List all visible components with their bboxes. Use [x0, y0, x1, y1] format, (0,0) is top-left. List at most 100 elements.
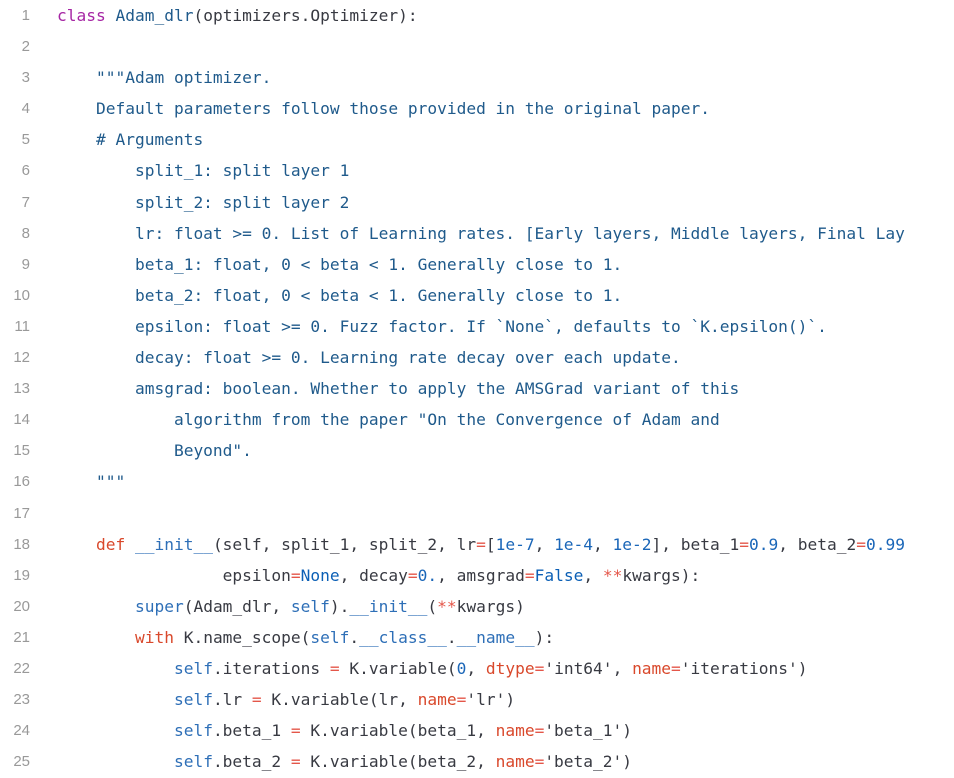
code-token: kwargs): — [622, 565, 701, 585]
code-line[interactable]: 22 self.iterations = K.variable(0, dtype… — [0, 653, 954, 684]
code-text: self.lr = K.variable(lr, name='lr') — [57, 684, 954, 715]
code-token: ): — [534, 627, 555, 647]
code-line[interactable]: 1 class Adam_dlr(optimizers.Optimizer): — [0, 0, 954, 31]
code-token: False — [534, 565, 584, 585]
code-line[interactable]: 21 with K.name_scope(self.__class__.__na… — [0, 622, 954, 653]
code-text: Default parameters follow those provided… — [57, 93, 954, 124]
code-token: = — [476, 534, 486, 554]
code-token: 0 — [456, 658, 467, 678]
code-line[interactable]: 2 — [0, 31, 954, 62]
line-number: 10 — [13, 286, 30, 304]
line-number: 15 — [13, 442, 30, 460]
code-token: Adam_dlr — [115, 6, 194, 25]
code-token: name — [632, 658, 672, 678]
code-token: ( — [427, 596, 438, 616]
code-token: = — [524, 565, 535, 585]
code-token: ** — [437, 596, 457, 616]
code-token: __init__ — [349, 596, 428, 616]
code-token: .beta_2 — [212, 752, 291, 772]
code-token: 0.99 — [865, 534, 905, 554]
line-number: 4 — [21, 100, 30, 118]
code-token: .lr — [212, 690, 252, 710]
code-token: = — [534, 721, 545, 741]
code-line[interactable]: 6 split_1: split layer 1 — [0, 155, 954, 186]
code-text: self.beta_2 = K.variable(beta_2, name='b… — [57, 746, 954, 777]
code-token: K.variable(lr, — [261, 690, 418, 710]
code-token: algorithm from the paper "On the Converg… — [57, 410, 720, 430]
code-token: ) — [797, 658, 808, 678]
code-line[interactable]: 15 Beyond". — [0, 435, 954, 466]
code-token: . — [349, 627, 360, 647]
code-token: epsilon: float >= 0. Fuzz factor. If `No… — [57, 316, 827, 336]
code-line[interactable]: 20 super(Adam_dlr, self).__init__(**kwar… — [0, 591, 954, 622]
code-line[interactable]: 7 split_2: split layer 2 — [0, 187, 954, 218]
code-token: 'int64' — [544, 658, 613, 678]
line-number: 18 — [13, 535, 30, 553]
code-line[interactable]: 8 lr: float >= 0. List of Learning rates… — [0, 218, 954, 249]
code-token: K.variable( — [339, 658, 457, 678]
line-number: 23 — [13, 691, 30, 709]
code-text: def __init__(self, split_1, split_2, lr=… — [57, 529, 954, 560]
code-token: ** — [602, 565, 623, 585]
code-token: amsgrad: boolean. Whether to apply the A… — [57, 379, 740, 399]
code-token — [57, 690, 174, 709]
code-line[interactable]: 25 self.beta_2 = K.variable(beta_2, name… — [0, 746, 954, 777]
code-token: ) — [505, 690, 516, 710]
code-token: , — [612, 658, 633, 678]
code-text: amsgrad: boolean. Whether to apply the A… — [57, 373, 954, 404]
code-token: K.variable(beta_1, — [300, 721, 496, 741]
code-line[interactable]: 23 self.lr = K.variable(lr, name='lr') — [0, 684, 954, 715]
code-token: self — [310, 627, 350, 647]
code-token — [57, 597, 135, 616]
code-text: split_2: split layer 2 — [57, 187, 954, 218]
code-text: beta_1: float, 0 < beta < 1. Generally c… — [57, 249, 954, 280]
code-token: self — [173, 690, 213, 710]
code-token: = — [856, 534, 866, 554]
line-number: 12 — [13, 349, 30, 367]
code-line[interactable]: 13 amsgrad: boolean. Whether to apply th… — [0, 373, 954, 404]
code-token: class — [57, 6, 116, 25]
code-line[interactable]: 18 def __init__(self, split_1, split_2, … — [0, 529, 954, 560]
code-line[interactable]: 16 """ — [0, 466, 954, 497]
code-line[interactable]: 10 beta_2: float, 0 < beta < 1. Generall… — [0, 280, 954, 311]
code-token: , amsgrad — [437, 565, 525, 585]
code-line[interactable]: 4 Default parameters follow those provid… — [0, 93, 954, 124]
code-token: .beta_1 — [212, 721, 291, 741]
code-line[interactable]: 5 # Arguments — [0, 124, 954, 155]
code-token: = — [739, 534, 749, 554]
code-text: self.beta_1 = K.variable(beta_1, name='b… — [57, 715, 954, 746]
code-token: = — [329, 658, 340, 678]
code-line[interactable]: 9 beta_1: float, 0 < beta < 1. Generally… — [0, 249, 954, 280]
code-token: ) — [622, 752, 633, 772]
code-token: name — [495, 721, 535, 741]
code-token: = — [456, 690, 467, 710]
code-line[interactable]: 17 — [0, 498, 954, 529]
code-line[interactable]: 14 algorithm from the paper "On the Conv… — [0, 404, 954, 435]
code-token: 0.9 — [749, 534, 779, 554]
line-number: 1 — [21, 7, 30, 24]
code-token: self — [173, 752, 213, 772]
line-number: 5 — [21, 131, 30, 149]
code-token: 'beta_2' — [544, 752, 623, 772]
code-line[interactable]: 19 epsilon=None, decay=0., amsgrad=False… — [0, 560, 954, 591]
code-line[interactable]: 11 epsilon: float >= 0. Fuzz factor. If … — [0, 311, 954, 342]
line-number: 7 — [21, 193, 30, 211]
code-text: class Adam_dlr(optimizers.Optimizer): — [57, 0, 954, 31]
code-token: (Adam_dlr, — [183, 596, 291, 616]
code-token: [ — [485, 534, 496, 554]
code-token: self — [173, 721, 213, 741]
code-token — [57, 721, 174, 740]
code-token: decay: float >= 0. Learning rate decay o… — [57, 348, 681, 368]
code-token: def — [95, 534, 135, 554]
code-line[interactable]: 3 """Adam optimizer. — [0, 62, 954, 93]
code-token: , — [593, 534, 613, 554]
code-token: = — [534, 752, 545, 772]
code-token: K.variable(beta_2, — [300, 752, 496, 772]
code-line[interactable]: 12 decay: float >= 0. Learning rate deca… — [0, 342, 954, 373]
code-token: split_2: split layer 2 — [57, 192, 350, 212]
code-line[interactable]: 24 self.beta_1 = K.variable(beta_1, name… — [0, 715, 954, 746]
code-token: None — [300, 565, 340, 585]
code-token: ). — [329, 596, 350, 616]
code-token: = — [407, 565, 418, 585]
